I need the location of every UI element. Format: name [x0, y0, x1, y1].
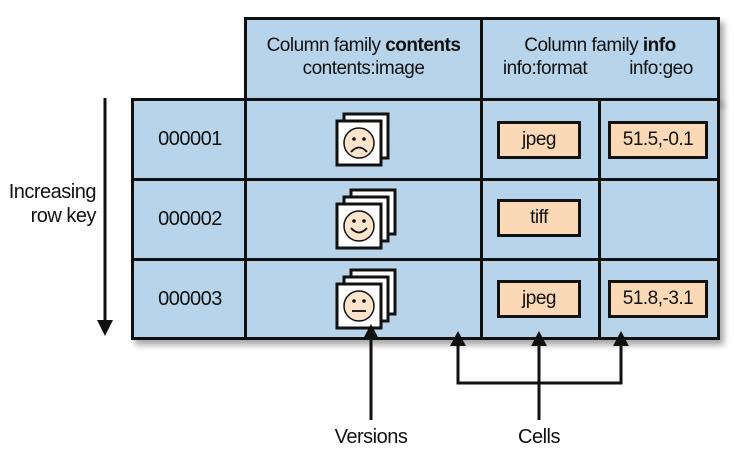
contents-image-column-label: contents:image	[302, 58, 425, 79]
contents-family-name: contents	[385, 35, 461, 56]
contents-family-title: Column family contents	[266, 35, 461, 56]
row-divider-2	[131, 258, 720, 261]
image-versions-row3	[335, 268, 397, 330]
cell-geo-row3: 51.8,-3.1	[608, 280, 708, 318]
smiley-face-icon	[343, 210, 375, 242]
row-divider-1	[131, 178, 720, 181]
cell-format-row3: jpeg	[497, 280, 581, 318]
cell-format-row2: tiff	[497, 199, 581, 237]
cells-arrows-icon	[450, 331, 629, 420]
image-versions-row2	[335, 188, 397, 250]
header-divider	[480, 17, 483, 102]
row-key-down-arrow-icon	[97, 98, 113, 336]
sad-face-icon	[343, 127, 375, 159]
rowkey-divider	[244, 98, 247, 340]
versions-label: Versions	[334, 426, 408, 448]
row-key-label-line1: Increasing	[8, 181, 97, 203]
image-versions-row1	[335, 112, 390, 167]
row-key-000003: 000003	[158, 288, 222, 310]
format-geo-divider	[598, 98, 601, 340]
info-family-title: Column family info	[524, 35, 676, 56]
row-key-000002: 000002	[158, 208, 222, 230]
row-key-000001: 000001	[158, 128, 222, 150]
cell-format-row1: jpeg	[497, 121, 581, 159]
row-key-label-line2: row key	[30, 205, 97, 227]
family-divider	[480, 98, 483, 340]
info-format-column-label: info:format	[502, 58, 588, 79]
versions-arrow-icon	[363, 324, 379, 420]
info-geo-column-label: info:geo	[629, 58, 693, 79]
info-family-name: info	[642, 35, 676, 56]
cell-geo-row1: 51.5,-0.1	[608, 121, 708, 159]
neutral-face-icon	[343, 290, 375, 322]
cells-label: Cells	[518, 426, 560, 448]
